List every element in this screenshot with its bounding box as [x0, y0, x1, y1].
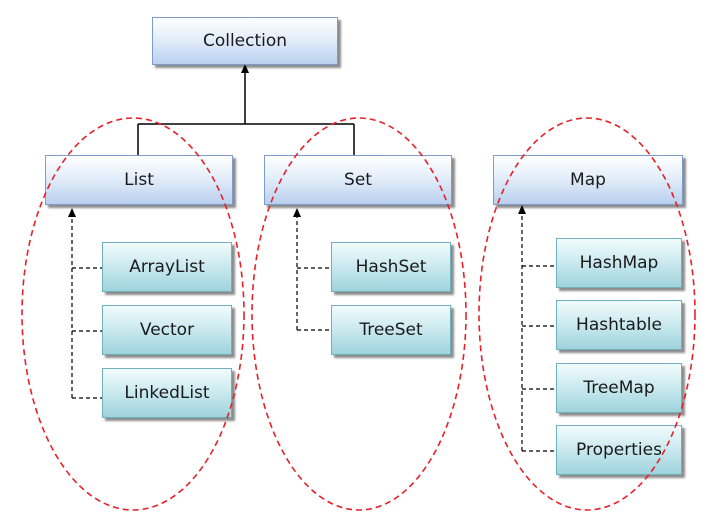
- linkedlist-label: LinkedList: [124, 383, 210, 403]
- treemap-node: TreeMap: [556, 363, 682, 413]
- map-node: Map: [493, 155, 683, 205]
- vector-node: Vector: [102, 305, 232, 355]
- arraylist-node: ArrayList: [102, 242, 232, 292]
- hashset-node: HashSet: [331, 242, 451, 292]
- properties-label: Properties: [576, 440, 662, 460]
- list-label: List: [124, 170, 154, 190]
- list-dashed-connectors: [68, 208, 102, 399]
- hashmap-label: HashMap: [579, 253, 659, 273]
- treemap-label: TreeMap: [583, 378, 655, 398]
- set-label: Set: [344, 170, 372, 190]
- collection-label: Collection: [202, 31, 288, 51]
- collection-node: Collection: [152, 17, 338, 65]
- treeset-node: TreeSet: [331, 305, 451, 355]
- hashmap-node: HashMap: [556, 238, 682, 288]
- hashtable-label: Hashtable: [576, 315, 662, 335]
- set-dashed-connectors: [293, 208, 331, 331]
- arraylist-label: ArrayList: [129, 257, 205, 277]
- properties-node: Properties: [556, 425, 682, 475]
- hashset-label: HashSet: [355, 257, 427, 277]
- set-node: Set: [264, 155, 452, 205]
- hashtable-node: Hashtable: [556, 300, 682, 350]
- map-dashed-connectors: [518, 205, 556, 452]
- list-node: List: [45, 155, 233, 205]
- solid-connectors: [137, 64, 355, 155]
- linkedlist-node: LinkedList: [102, 368, 232, 418]
- vector-label: Vector: [139, 320, 195, 340]
- treeset-label: TreeSet: [359, 320, 423, 340]
- map-label: Map: [570, 170, 606, 190]
